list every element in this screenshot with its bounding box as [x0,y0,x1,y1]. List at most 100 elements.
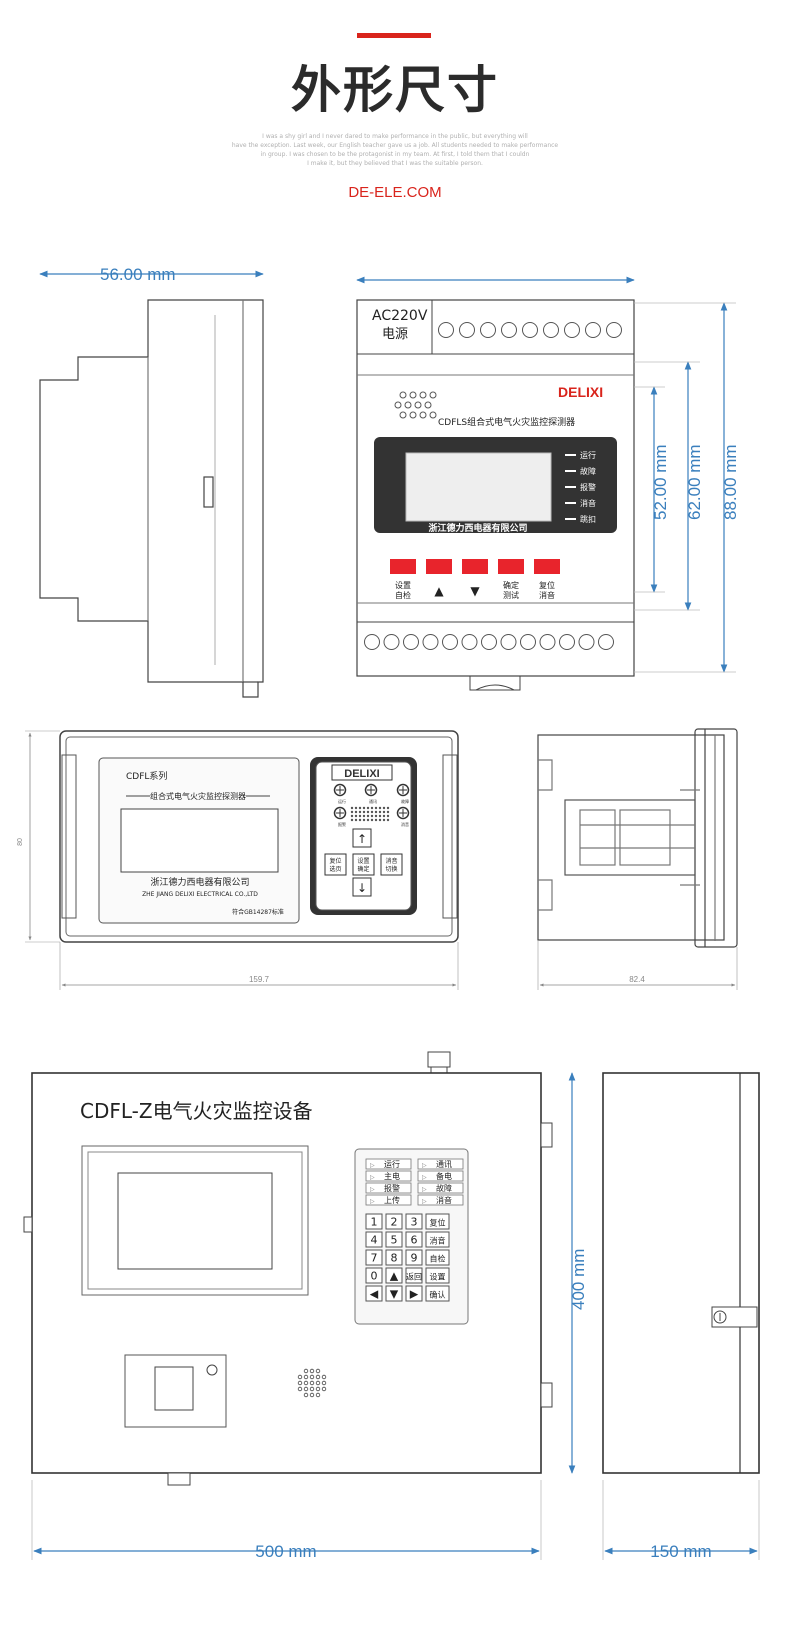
keypad-key[interactable] [385,1249,403,1266]
red-key[interactable] [390,559,416,574]
side-profile-outline [39,299,264,698]
keypad-key[interactable] [405,1213,423,1230]
keypad-key-label: 0 [371,1270,378,1283]
keypad-key[interactable] [385,1231,403,1248]
terminal-screw [578,634,595,650]
keypad-key-label: 确认 [430,1290,446,1300]
keypad-key-label: 3 [411,1216,418,1229]
keypad-key[interactable] [365,1213,383,1230]
svg-text:▷: ▷ [422,1174,427,1181]
keypad-key[interactable] [365,1249,383,1266]
bottom-terminal-row [364,634,614,650]
keypad-key-label: ▶ [410,1288,419,1301]
keypad-key[interactable] [405,1249,423,1266]
top-gland [427,1051,451,1068]
function-key-label: 选页 [329,865,341,873]
key-label: 复位 [539,580,555,590]
delixi-logo: DELIXI [558,384,603,400]
keypad-key[interactable] [365,1231,383,1248]
cabinet-side [602,1072,760,1560]
keypad-key[interactable] [365,1267,383,1284]
led-label: 消音 [401,821,409,827]
lcd-screen [405,452,552,522]
title-accent-bar [357,33,431,38]
keypad-key[interactable] [425,1231,450,1248]
red-key[interactable] [498,559,524,574]
h52-label: 52.00 mm [651,444,670,520]
panel-height-label: 80 [17,838,24,846]
header: 外形尺寸 I was a shy girl and I never dared … [0,0,790,210]
keypad-key[interactable] [425,1213,450,1230]
key-label: 测试 [503,590,519,600]
panel-meter-front: 80 159.7 CDFL系列 组合式电气火灾监控探测器 浙江德力西电器有限公司… [17,730,459,990]
keypad-key[interactable] [405,1267,423,1284]
series-label: CDFL系列 [126,770,167,782]
keypad-key[interactable] [365,1285,383,1302]
h62-label: 62.00 mm [685,444,704,520]
svg-text:↑: ↑ [357,832,367,846]
status-label: 运行 [384,1159,400,1169]
status-cell [365,1170,412,1182]
h88-label: 88.00 mm [721,444,740,520]
cabinet-speaker [297,1368,327,1398]
keypad-key[interactable] [425,1249,450,1266]
red-key[interactable] [426,559,452,574]
keypad-key-label: 复位 [430,1218,446,1228]
intro-line: I was a shy girl and I never dared to ma… [262,133,528,140]
terminal-screw [522,322,538,338]
keypad-key-label: 5 [391,1234,398,1247]
keypad-key-label: ▲ [390,1270,399,1283]
keypad-key[interactable] [385,1213,403,1230]
keypad-key-label: 6 [411,1234,418,1247]
keypad-key[interactable] [385,1285,403,1302]
svg-text:▷: ▷ [370,1174,375,1181]
vent-hole [414,401,422,409]
key-label: ▼ [470,584,480,598]
status-grid: ▷运行▷通讯▷主电▷备电▷报警▷故障▷上传▷消音 [365,1158,464,1206]
intro-line: in group. I was chosen to be the protago… [260,151,530,158]
vent-hole [419,391,427,399]
terminal-screw [585,322,601,338]
cab-width-label: 500 mm [255,1542,316,1561]
keypad-key-label: 返回 [406,1273,422,1282]
terminal-screw [403,634,419,650]
vent-hole [424,401,432,409]
terminal-screw [481,634,497,650]
panel-depth-label: 82.4 [629,975,645,984]
keypad-key-label: 1 [371,1216,378,1229]
vent-hole [429,391,437,399]
keypad-key[interactable] [425,1285,450,1302]
keypad-key-label: 4 [371,1234,378,1247]
vent-hole [394,401,402,409]
keypad-key-label: 设置 [430,1272,446,1282]
status-cell [365,1158,412,1170]
up-key[interactable] [352,828,372,848]
keypad-key[interactable] [425,1267,450,1284]
svg-text:▷: ▷ [422,1186,427,1193]
keypad-key[interactable] [405,1285,423,1302]
power-label-2: 电源 [382,327,408,342]
indicator-label: 跳扣 [580,514,596,524]
intro-line: have the exception. Last week, our Engli… [231,142,559,149]
keypad-key[interactable] [385,1267,403,1284]
status-label: 主电 [384,1171,400,1181]
pad-logo: DELIXI [344,768,379,780]
function-key[interactable] [324,853,347,876]
svg-text:▷: ▷ [370,1198,375,1205]
function-key[interactable] [352,853,375,876]
status-cell [365,1182,412,1194]
keypad-key[interactable] [405,1231,423,1248]
vent-hole [404,401,412,409]
svg-text:▷: ▷ [422,1162,427,1169]
function-key[interactable] [380,853,403,876]
panel-lcd [120,808,279,873]
down-key[interactable] [352,877,372,897]
led-label: 报警 [338,821,346,827]
intro-text: I was a shy girl and I never dared to ma… [195,132,595,168]
red-key[interactable] [462,559,488,574]
keypad-key-label: 9 [411,1252,418,1265]
red-key[interactable] [534,559,560,574]
model-name: CDFLS组合式电气火灾监控探测器 [438,416,575,428]
